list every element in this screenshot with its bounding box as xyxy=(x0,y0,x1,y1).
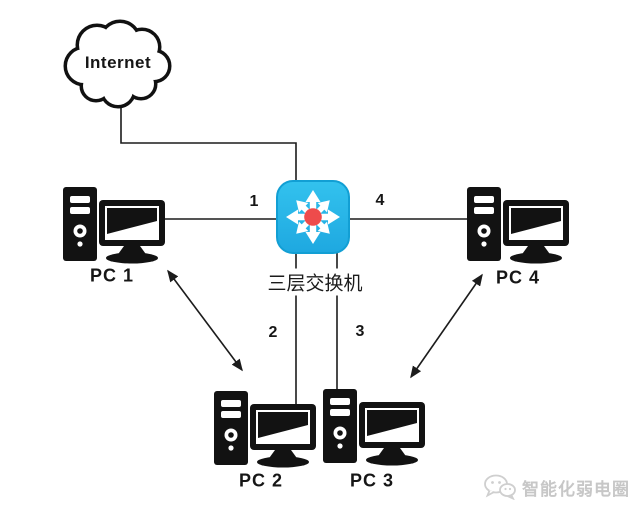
port-2-label: 2 xyxy=(268,324,278,341)
link-internet-switch xyxy=(120,104,297,181)
watermark-text: 智能化弱电圈 xyxy=(522,479,630,499)
pc4-label: PC 4 xyxy=(495,267,541,288)
port-1-label: 1 xyxy=(249,193,259,210)
port-3-label: 3 xyxy=(355,323,365,340)
pc4-desktop-icon xyxy=(467,187,569,264)
arrow-pc4-pc3 xyxy=(410,273,483,379)
port-4-label: 4 xyxy=(375,192,385,209)
pc3-desktop-icon xyxy=(323,389,425,466)
pc1-desktop-icon xyxy=(63,187,165,264)
pc3-label: PC 3 xyxy=(349,470,395,491)
arrow-pc1-pc2 xyxy=(167,269,243,372)
double-arrows xyxy=(167,269,483,379)
wechat-bubbles-icon xyxy=(484,474,516,500)
pc2-label: PC 2 xyxy=(238,470,284,491)
watermark: 智能化弱电圈 xyxy=(483,474,630,500)
internet-label: Internet xyxy=(84,53,152,72)
internet-cloud-icon xyxy=(63,19,172,109)
switch-label: 三层交换机 xyxy=(262,268,368,296)
pc2-desktop-icon xyxy=(214,391,316,468)
l3-switch-icon xyxy=(276,180,350,254)
pc1-label: PC 1 xyxy=(89,265,135,286)
